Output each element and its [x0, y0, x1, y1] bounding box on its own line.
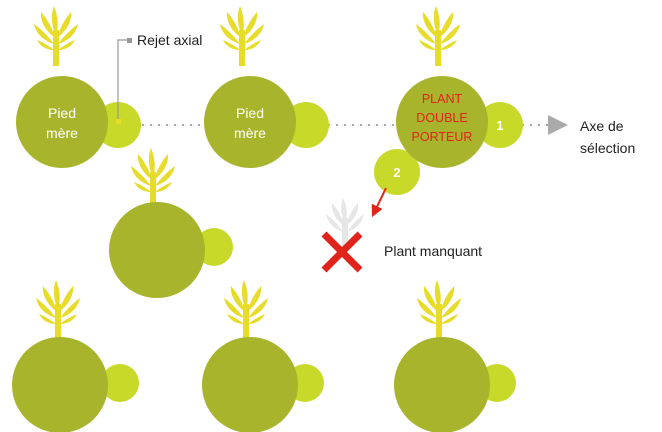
- axial-sucker-label: Rejet axial: [137, 32, 202, 48]
- selection-axis-label-line1: Axe de: [580, 118, 624, 134]
- mother-left-line2: mère: [46, 125, 78, 141]
- double-bearer-plant: PLANT DOUBLE PORTEUR 1 2: [374, 6, 523, 195]
- selection-axis-label-line2: sélection: [580, 140, 635, 156]
- missing-plant-arrow: [373, 188, 386, 215]
- mother-circle-middle: [204, 76, 296, 168]
- mother-middle-line2: mère: [234, 125, 266, 141]
- missing-plant-label: Plant manquant: [384, 243, 482, 259]
- plant-row3-right: [394, 280, 516, 432]
- mother-middle-line1: Pied: [236, 105, 264, 121]
- mother-circle-row3-right: [394, 337, 490, 432]
- mother-circle-row2: [109, 202, 205, 298]
- plant-row2: [109, 148, 233, 298]
- mother-plant-left: Pied mère: [16, 6, 141, 168]
- mother-circle-row3-left: [12, 337, 108, 432]
- mother-circle-row3-middle: [202, 337, 298, 432]
- double-bearer-line3: PORTEUR: [412, 130, 473, 144]
- plant-row3-left: [12, 280, 139, 432]
- missing-plant: Plant manquant: [324, 198, 482, 270]
- double-bearer-line2: DOUBLE: [416, 111, 467, 125]
- sucker-number-2: 2: [393, 165, 400, 180]
- mother-plant-middle: Pied mère: [204, 6, 329, 168]
- sucker-number-1: 1: [496, 118, 503, 133]
- plant-row3-middle: [202, 280, 324, 432]
- double-bearer-line1: PLANT: [422, 92, 463, 106]
- mother-left-line1: Pied: [48, 105, 76, 121]
- mother-circle-left: [16, 76, 108, 168]
